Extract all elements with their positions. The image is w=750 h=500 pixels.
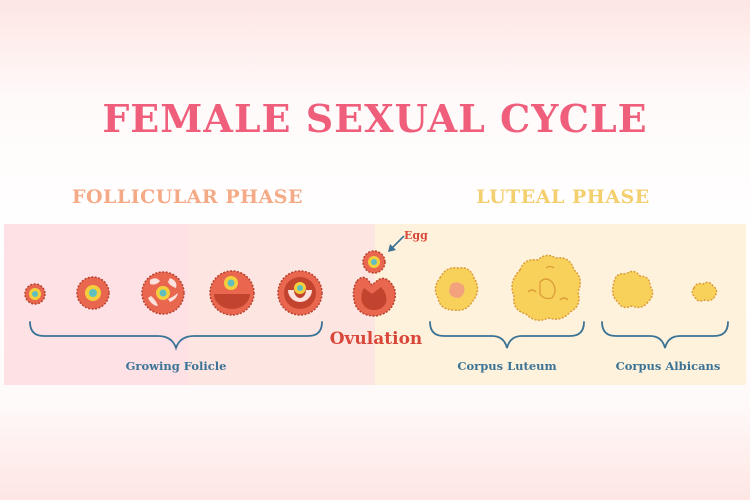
corpus-luteum-label: Corpus Luteum [457,359,557,373]
ovulation-label: Ovulation [329,329,423,349]
follicle-stage-3 [141,271,185,315]
egg-arrow [388,235,405,252]
follicle-stage-1 [24,283,46,305]
brace-growing-folicle [29,321,323,351]
phase-label-follicular: FOLLICULAR PHASE [71,186,304,208]
follicle-stage-5 [277,270,323,316]
follicle-stage-4 [209,270,255,316]
phase-label-luteal: LUTEAL PHASE [476,186,650,208]
brace-corpus-luteum [429,321,585,349]
brace-corpus-albicans [601,321,729,349]
ruptured-follicle [352,276,397,317]
growing-folicle-label: Growing Folicle [125,359,227,373]
corpus-luteum-early [434,266,479,312]
corpus-albicans-early [611,270,654,309]
released-egg [362,250,386,274]
corpus-albicans-late [691,281,718,302]
egg-label: Egg [404,229,428,242]
title: FEMALE SEXUAL CYCLE [102,96,648,141]
follicle-stage-2 [76,276,110,310]
corpus-albicans-label: Corpus Albicans [615,359,721,373]
corpus-luteum-mature [511,254,581,321]
